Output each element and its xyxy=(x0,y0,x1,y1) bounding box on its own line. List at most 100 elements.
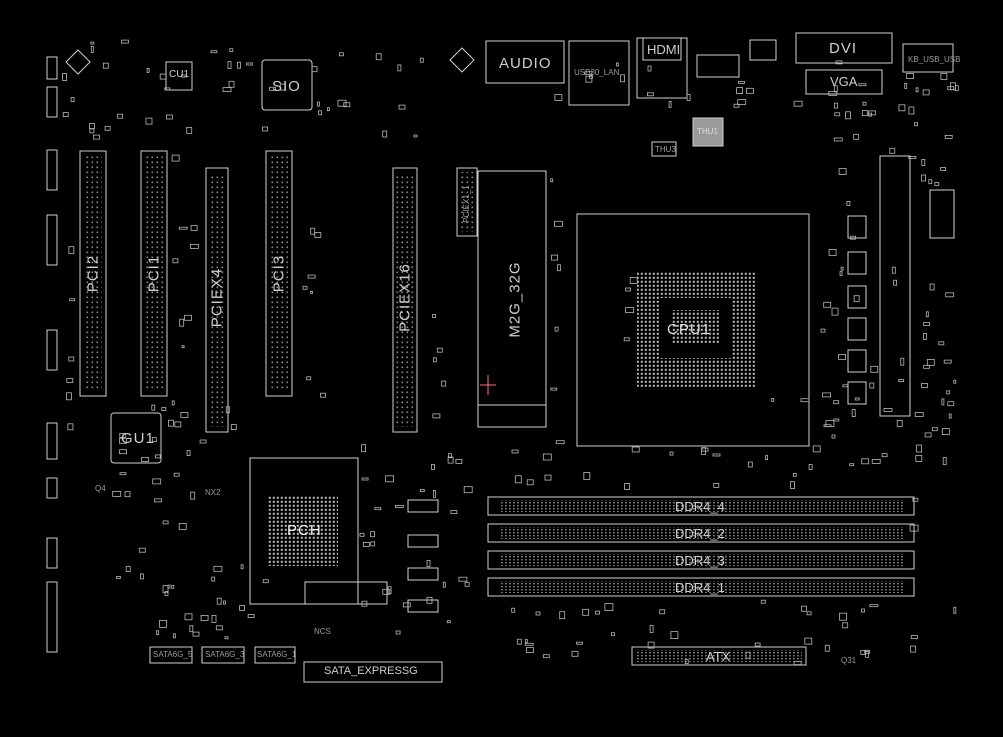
pch-label: PCH xyxy=(287,522,322,539)
smd-component xyxy=(611,632,615,637)
smd-component xyxy=(385,475,395,483)
hdmi-label: HDMI xyxy=(647,42,681,57)
smd-component xyxy=(119,432,127,438)
smd-component xyxy=(68,356,75,362)
smd-component xyxy=(211,576,216,582)
smd-component xyxy=(631,446,640,453)
smd-component xyxy=(229,48,234,53)
smd-component xyxy=(921,382,928,388)
smd-component xyxy=(828,248,837,256)
smd-component xyxy=(576,641,583,645)
smd-component xyxy=(914,122,918,127)
smd-component xyxy=(145,117,153,125)
smd-component xyxy=(842,384,849,388)
smd-component xyxy=(659,609,666,615)
smd-component xyxy=(458,576,468,582)
dimm-label-1: DDR4_4 xyxy=(675,499,725,514)
smd-component xyxy=(943,359,952,364)
smd-component xyxy=(210,50,218,54)
smd-component xyxy=(582,608,590,616)
smd-component xyxy=(67,423,74,431)
smd-component xyxy=(190,225,198,231)
smd-component xyxy=(941,398,945,406)
smd-component xyxy=(237,61,241,69)
pciex16-label: PCIEX16 xyxy=(396,263,414,332)
smd-component xyxy=(90,41,95,45)
smd-component xyxy=(940,167,946,172)
thu1-label: THU1 xyxy=(697,127,718,136)
smd-component xyxy=(800,398,810,403)
smd-component xyxy=(66,392,72,401)
smd-component xyxy=(246,62,253,66)
smd-component xyxy=(156,630,160,636)
smd-component xyxy=(62,112,69,117)
smd-component xyxy=(849,463,855,467)
smd-component xyxy=(669,451,674,456)
smd-component xyxy=(190,491,196,500)
smd-component xyxy=(555,440,565,445)
dvi-label: DVI xyxy=(829,40,858,57)
smd-component xyxy=(822,392,831,398)
smd-component xyxy=(125,566,131,572)
smd-component xyxy=(909,524,919,532)
smd-component xyxy=(931,427,938,432)
smd-component xyxy=(359,532,365,537)
smd-component xyxy=(668,101,672,108)
smd-component xyxy=(70,97,75,102)
smd-component xyxy=(670,631,679,639)
smd-component xyxy=(152,478,162,485)
smd-component xyxy=(224,636,229,640)
smd-component xyxy=(90,46,94,53)
smd-component xyxy=(374,507,382,511)
smd-component xyxy=(738,81,745,84)
smd-component xyxy=(550,387,558,391)
smd-component xyxy=(833,418,840,422)
smd-component xyxy=(154,498,162,503)
smd-component xyxy=(524,642,534,646)
pci2-label: PCI2 xyxy=(84,254,102,293)
smd-component xyxy=(853,133,860,140)
smd-component xyxy=(862,101,867,106)
smd-component xyxy=(117,113,123,119)
smd-component xyxy=(66,378,74,383)
smd-component xyxy=(310,227,316,235)
smd-component xyxy=(595,610,600,615)
smd-component xyxy=(754,642,761,647)
kb-usb-label: KB_USB_USB xyxy=(908,55,961,64)
smd-component xyxy=(893,279,897,286)
smd-component xyxy=(89,128,95,134)
smd-component xyxy=(172,633,176,639)
smd-component xyxy=(223,600,226,605)
audio-label: AUDIO xyxy=(499,55,552,72)
smd-component xyxy=(200,615,209,621)
smd-component xyxy=(382,130,388,138)
smd-component xyxy=(953,379,957,384)
smd-component xyxy=(544,474,552,481)
vga-label: VGA xyxy=(830,74,858,89)
smd-component xyxy=(173,472,180,477)
smd-component xyxy=(262,579,269,584)
smd-component xyxy=(426,596,433,604)
smd-component xyxy=(942,457,947,465)
smd-component xyxy=(161,407,167,412)
pch-outline xyxy=(249,457,359,605)
smd-component xyxy=(307,274,316,279)
smd-component xyxy=(557,264,561,272)
smd-component xyxy=(891,266,896,274)
smd-component xyxy=(923,364,930,369)
smd-component xyxy=(124,491,131,498)
smd-component xyxy=(793,100,803,107)
smd-component xyxy=(314,231,322,238)
smd-component xyxy=(171,154,180,162)
smd-component xyxy=(464,581,470,587)
smd-component xyxy=(604,603,614,611)
smd-component xyxy=(947,86,955,91)
smd-component xyxy=(164,591,169,596)
smd-component xyxy=(624,483,630,490)
smd-component xyxy=(225,406,230,414)
smd-component xyxy=(171,400,175,406)
dimm-label-2: DDR4_2 xyxy=(675,526,725,541)
smd-component xyxy=(793,661,802,665)
smd-component xyxy=(850,235,856,240)
